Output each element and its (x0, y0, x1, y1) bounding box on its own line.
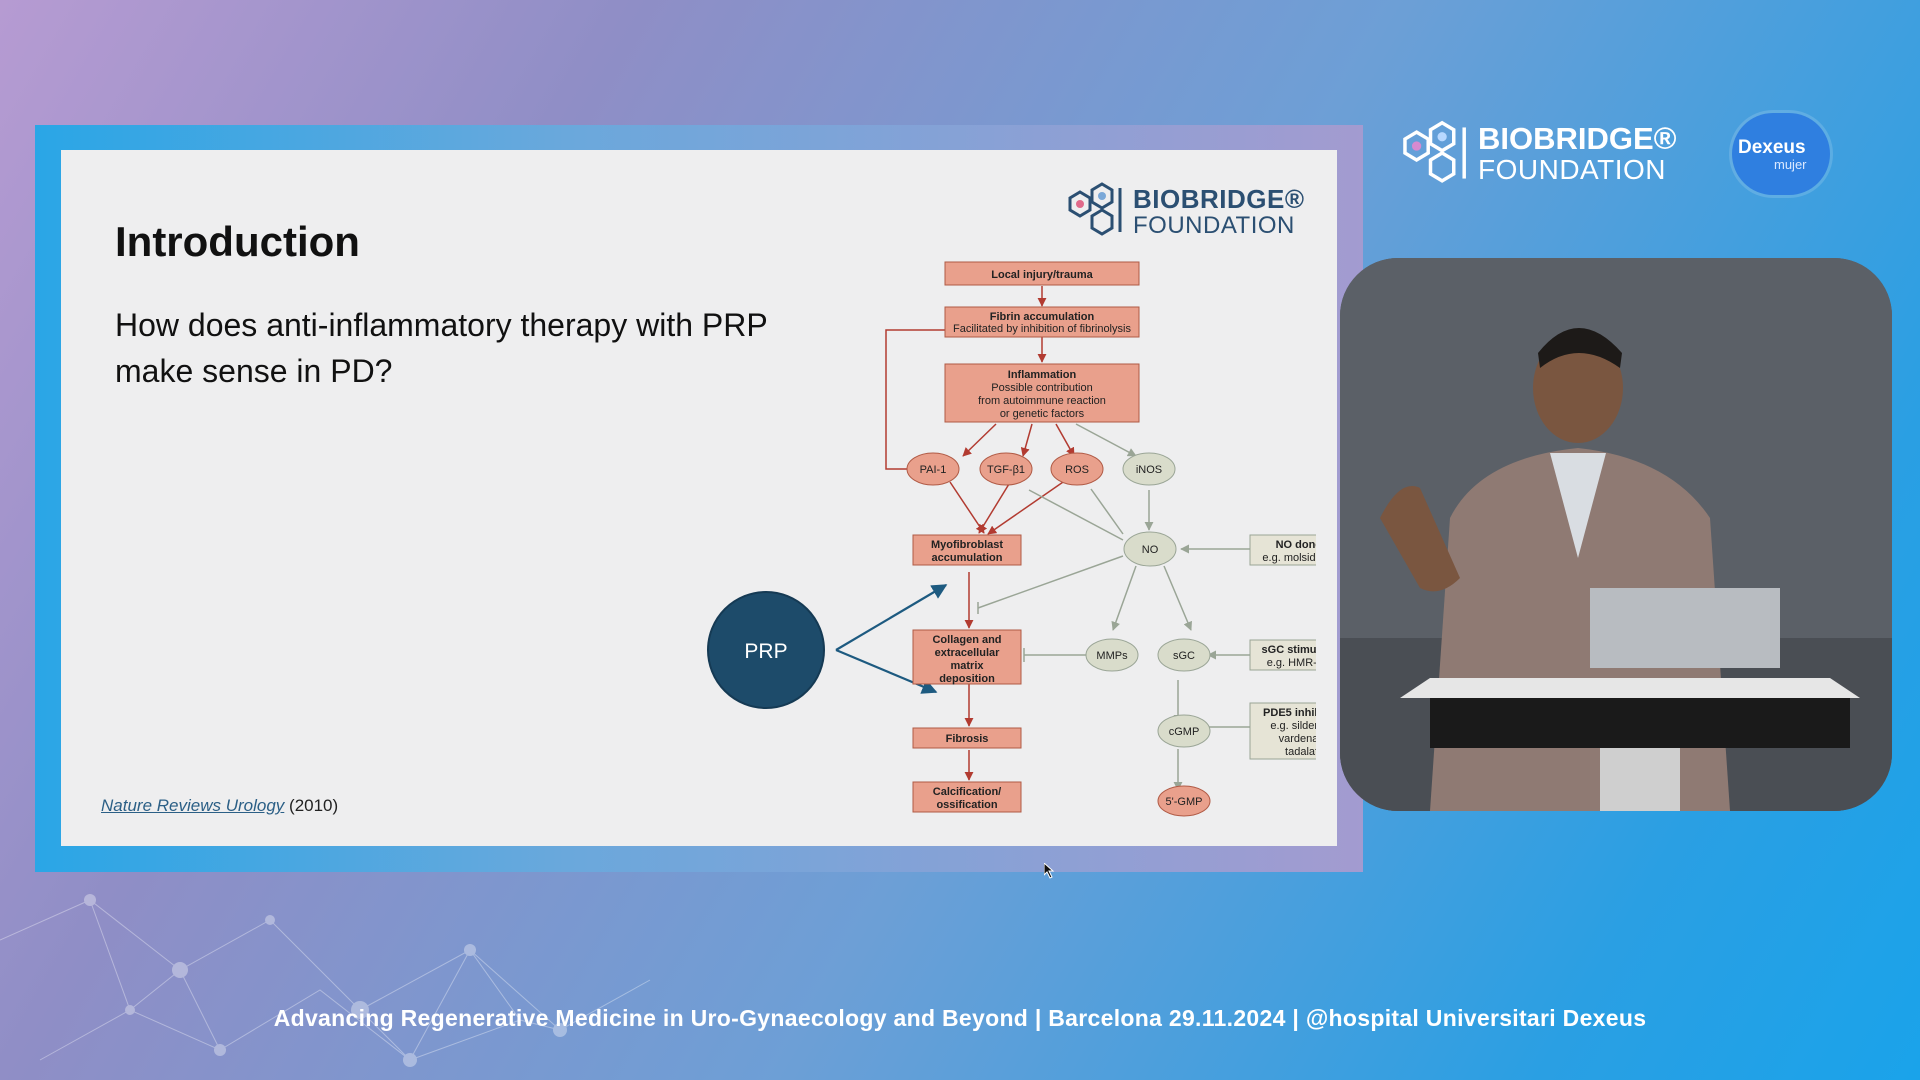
label-nodon-2: e.g. molsidomine (1262, 552, 1316, 564)
node-cgmp (1157, 714, 1211, 748)
citation-year: (2010) (289, 796, 339, 815)
label-5gmp: 5'-GMP (1166, 796, 1203, 808)
broadcast-logo-line2: FOUNDATION (1478, 154, 1667, 185)
label-ros: ROS (1065, 464, 1089, 476)
node-pai1 (906, 452, 960, 486)
label-prp: PRP (744, 640, 787, 663)
speaker-video-feed (1340, 258, 1892, 811)
label-nodon-1: NO donors (1276, 539, 1316, 551)
node-5gmp (1157, 785, 1211, 817)
label-col-1: Collagen and (932, 634, 1001, 646)
label-col-4: deposition (939, 673, 995, 685)
slide-question: How does anti-inflammatory therapy with … (115, 307, 768, 389)
label-pde-2: e.g. sildenafil, (1270, 720, 1316, 732)
prp-circle (707, 591, 825, 709)
label-pai1: PAI-1 (920, 464, 947, 476)
label-no: NO (1142, 544, 1159, 556)
label-inos: iNOS (1136, 464, 1162, 476)
node-mmps (1085, 638, 1139, 672)
speaker-scene (1340, 258, 1892, 811)
sponsor-name: Dexeus (1738, 137, 1806, 158)
label-pde-1: PDE5 inhibitors (1263, 707, 1316, 719)
label-sgcstim-1: sGC stimulators (1262, 644, 1316, 656)
box-inflammation (944, 363, 1140, 423)
box-fibrin (944, 306, 1140, 338)
node-no (1123, 531, 1177, 567)
label-inflammation-3: from autoimmune reaction (978, 395, 1106, 407)
box-fibrosis (912, 727, 1022, 749)
event-ticker: Advancing Regenerative Medicine in Uro-G… (273, 1005, 1647, 1031)
mouse-cursor-icon (1044, 863, 1055, 879)
box-no-donors (1249, 534, 1316, 566)
slide-title: Introduction (115, 218, 360, 265)
label-col-2: extracellular (935, 647, 1001, 659)
node-ros (1050, 452, 1104, 486)
box-myofibroblast (912, 534, 1022, 566)
hexagon-logo-icon (1068, 182, 1122, 236)
citation-journal-link[interactable]: Nature Reviews Urology (101, 796, 285, 815)
label-myo-1: Myofibroblast (931, 539, 1003, 551)
broadcast-logo: BIOBRIDGE® FOUNDATION (1398, 118, 1688, 188)
broadcast-logo-line1: BIOBRIDGE® (1478, 121, 1677, 156)
box-sgc-stimulators (1249, 639, 1316, 671)
label-inflammation-4: or genetic factors (1000, 408, 1085, 420)
label-pde-4: tadalafil (1285, 746, 1316, 758)
sponsor-sub: mujer (1774, 157, 1807, 172)
box-injury (944, 261, 1140, 286)
label-sgcstim-2: e.g. HMR-1766 (1267, 657, 1316, 669)
label-inflammation-2: Possible contribution (991, 382, 1093, 394)
label-pde-3: vardenafil, (1279, 733, 1316, 745)
label-fibrin-2: Facilitated by inhibition of fibrinolysi… (953, 323, 1131, 335)
label-fibrosis: Fibrosis (946, 733, 989, 745)
node-tgfb1 (979, 452, 1033, 486)
label-calc-1: Calcification/ (933, 786, 1001, 798)
pathway-diagram: Local injury/trauma Fibrin accumulation … (707, 261, 1316, 817)
label-sgc: sGC (1173, 650, 1195, 662)
label-cgmp: cGMP (1169, 726, 1200, 738)
label-col-3: matrix (950, 660, 984, 672)
box-pde5-inhibitors (1249, 702, 1316, 760)
label-fibrin-1: Fibrin accumulation (990, 311, 1095, 323)
label-tgfb1: TGF-β1 (987, 464, 1025, 476)
sponsor-logo: Dexeus mujer (1732, 113, 1830, 195)
network-background-pattern (0, 894, 651, 1067)
label-inflammation-1: Inflammation (1008, 369, 1077, 381)
node-sgc (1157, 638, 1211, 672)
slide-logo: BIOBRIDGE® FOUNDATION (1064, 180, 1314, 240)
label-injury: Local injury/trauma (991, 269, 1093, 281)
citation: Nature Reviews Urology (2010) (101, 796, 338, 816)
box-collagen (912, 629, 1022, 685)
label-mmps: MMPs (1096, 650, 1128, 662)
label-myo-2: accumulation (932, 552, 1003, 564)
slide-logo-line2: FOUNDATION (1133, 212, 1295, 239)
slide-logo-line1: BIOBRIDGE® (1133, 184, 1305, 214)
node-inos (1122, 452, 1176, 486)
hexagon-logo-icon (1403, 120, 1466, 183)
presentation-slide: Introduction How does anti-inflammatory … (61, 150, 1337, 846)
box-calcification (912, 781, 1022, 813)
label-calc-2: ossification (936, 799, 997, 811)
